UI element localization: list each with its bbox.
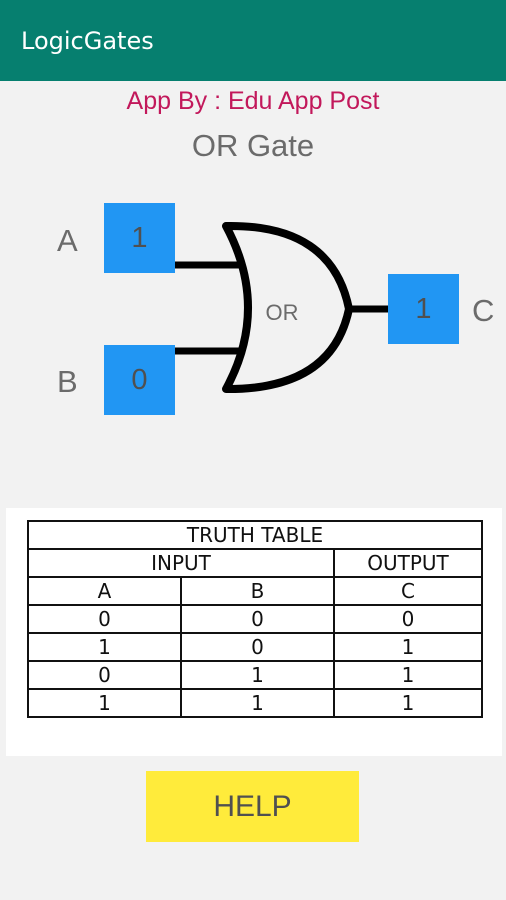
table-cell: 0 [27, 660, 182, 690]
table-cell: 1 [333, 688, 483, 718]
truth-table-panel: TRUTH TABLE INPUT OUTPUT A B C 0 0 0 1 0… [6, 508, 502, 756]
table-row: 1 0 1 [27, 632, 483, 662]
column-header-b: B [180, 576, 335, 606]
truth-table: TRUTH TABLE INPUT OUTPUT A B C 0 0 0 1 0… [27, 520, 483, 718]
credit-text: App By : Edu App Post [126, 87, 380, 115]
input-header: INPUT [27, 548, 335, 578]
gate-title: OR Gate [191, 128, 315, 163]
column-header-c: C [333, 576, 483, 606]
table-cell: 1 [27, 632, 182, 662]
output-c-display: 1 [388, 274, 459, 344]
or-gate-symbol [222, 221, 353, 394]
output-header: OUTPUT [333, 548, 483, 578]
or-gate-diagram: OR [174, 221, 390, 394]
app-bar: LogicGates [0, 0, 506, 81]
table-cell: 0 [27, 604, 182, 634]
input-a-label: A [57, 223, 78, 258]
table-row: 1 1 1 [27, 688, 483, 718]
gate-symbol-label: OR [266, 300, 299, 325]
table-cell: 1 [333, 632, 483, 662]
column-header-a: A [27, 576, 182, 606]
table-cell: 1 [333, 660, 483, 690]
table-cell: 0 [180, 632, 335, 662]
app-title: LogicGates [21, 27, 154, 55]
truth-table-title: TRUTH TABLE [27, 520, 483, 550]
output-c-label: C [472, 293, 495, 328]
table-row: 0 1 1 [27, 660, 483, 690]
input-a-button[interactable]: 1 [104, 203, 175, 273]
table-cell: 1 [180, 660, 335, 690]
input-b-button[interactable]: 0 [104, 345, 175, 415]
table-cell: 1 [27, 688, 182, 718]
table-cell: 1 [180, 688, 335, 718]
table-cell: 0 [180, 604, 335, 634]
table-cell: 0 [333, 604, 483, 634]
input-b-label: B [57, 364, 78, 399]
table-row: 0 0 0 [27, 604, 483, 634]
help-button[interactable]: HELP [146, 771, 359, 842]
